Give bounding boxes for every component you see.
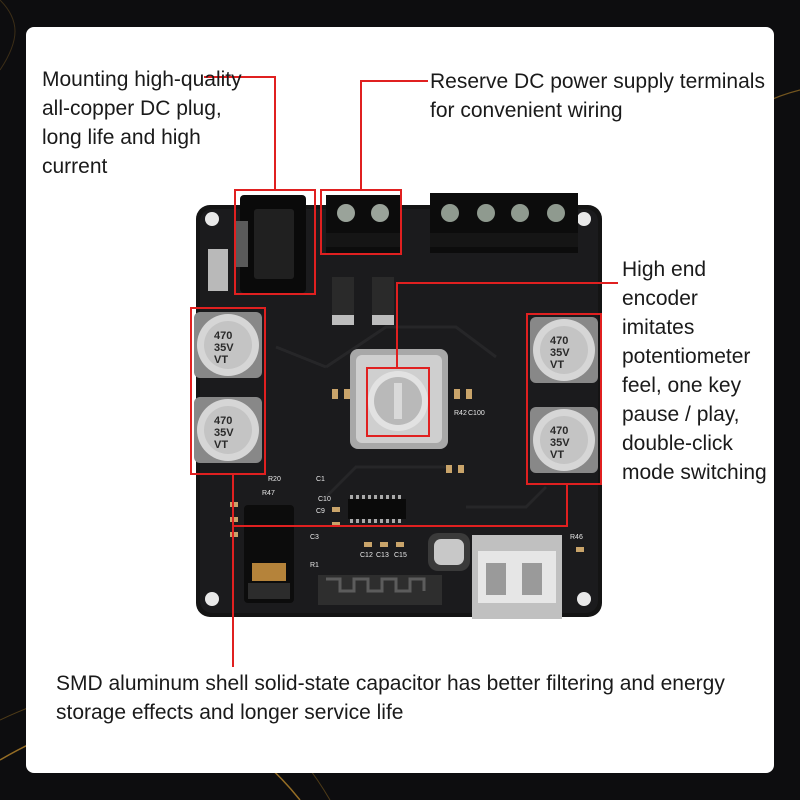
label-c1: C1 <box>316 476 325 483</box>
cap-left-top-brand: VT <box>214 354 228 366</box>
cap-right-bottom-voltage: 35V <box>550 437 570 449</box>
callout-encoder: High end encoder imitates potentiometer … <box>622 258 767 484</box>
callout-capacitors: SMD aluminum shell solid-state capacitor… <box>56 672 725 724</box>
label-r47: R47 <box>262 490 275 497</box>
lead-terminal-v <box>360 80 362 189</box>
label-c100: C100 <box>468 410 485 417</box>
lead-encoder-v <box>396 282 398 367</box>
label-c13: C13 <box>376 552 389 559</box>
label-r1: R1 <box>310 562 319 569</box>
label-r46: R46 <box>570 534 583 541</box>
label-c15: C15 <box>394 552 407 559</box>
cap-right-bottom-value: 470 <box>550 425 568 437</box>
lead-cap-left-v <box>232 475 234 667</box>
cap-right-top-value: 470 <box>550 335 568 347</box>
encoder-highlight <box>366 367 430 437</box>
lead-dc-plug-v <box>274 76 276 189</box>
cap-left-top-voltage: 35V <box>214 342 234 354</box>
lead-cap-right-v <box>566 485 568 527</box>
cap-left-top-value: 470 <box>214 330 232 342</box>
capacitor-left-highlight <box>190 307 266 475</box>
circuit-board: R20 R47 C1 C9 C10 R42 C100 C12 C13 C15 R… <box>194 193 602 619</box>
callout-power-terminals: Reserve DC power supply terminals for co… <box>430 70 765 122</box>
label-c3: C3 <box>310 534 319 541</box>
cap-right-top-brand: VT <box>550 359 564 371</box>
lead-cap-right-h <box>232 525 568 527</box>
cap-left-bottom-brand: VT <box>214 439 228 451</box>
cap-right-bottom-brand: VT <box>550 449 564 461</box>
cap-left-bottom-voltage: 35V <box>214 427 234 439</box>
label-c9: C9 <box>316 508 325 515</box>
capacitor-right-highlight <box>526 313 602 485</box>
label-c12: C12 <box>360 552 373 559</box>
cap-left-bottom-value: 470 <box>214 415 232 427</box>
label-r42: R42 <box>454 410 467 417</box>
callout-dc-plug: Mounting high-quality all-copper DC plug… <box>42 68 242 178</box>
lead-encoder-h <box>396 282 618 284</box>
product-panel: R20 R47 C1 C9 C10 R42 C100 C12 C13 C15 R… <box>26 27 774 773</box>
label-r20: R20 <box>268 476 281 483</box>
label-c10: C10 <box>318 496 331 503</box>
dc-plug-highlight <box>234 189 316 295</box>
power-terminal-highlight <box>320 189 402 255</box>
cap-right-top-voltage: 35V <box>550 347 570 359</box>
lead-terminal-h <box>360 80 428 82</box>
lead-dc-plug-h <box>204 76 276 78</box>
